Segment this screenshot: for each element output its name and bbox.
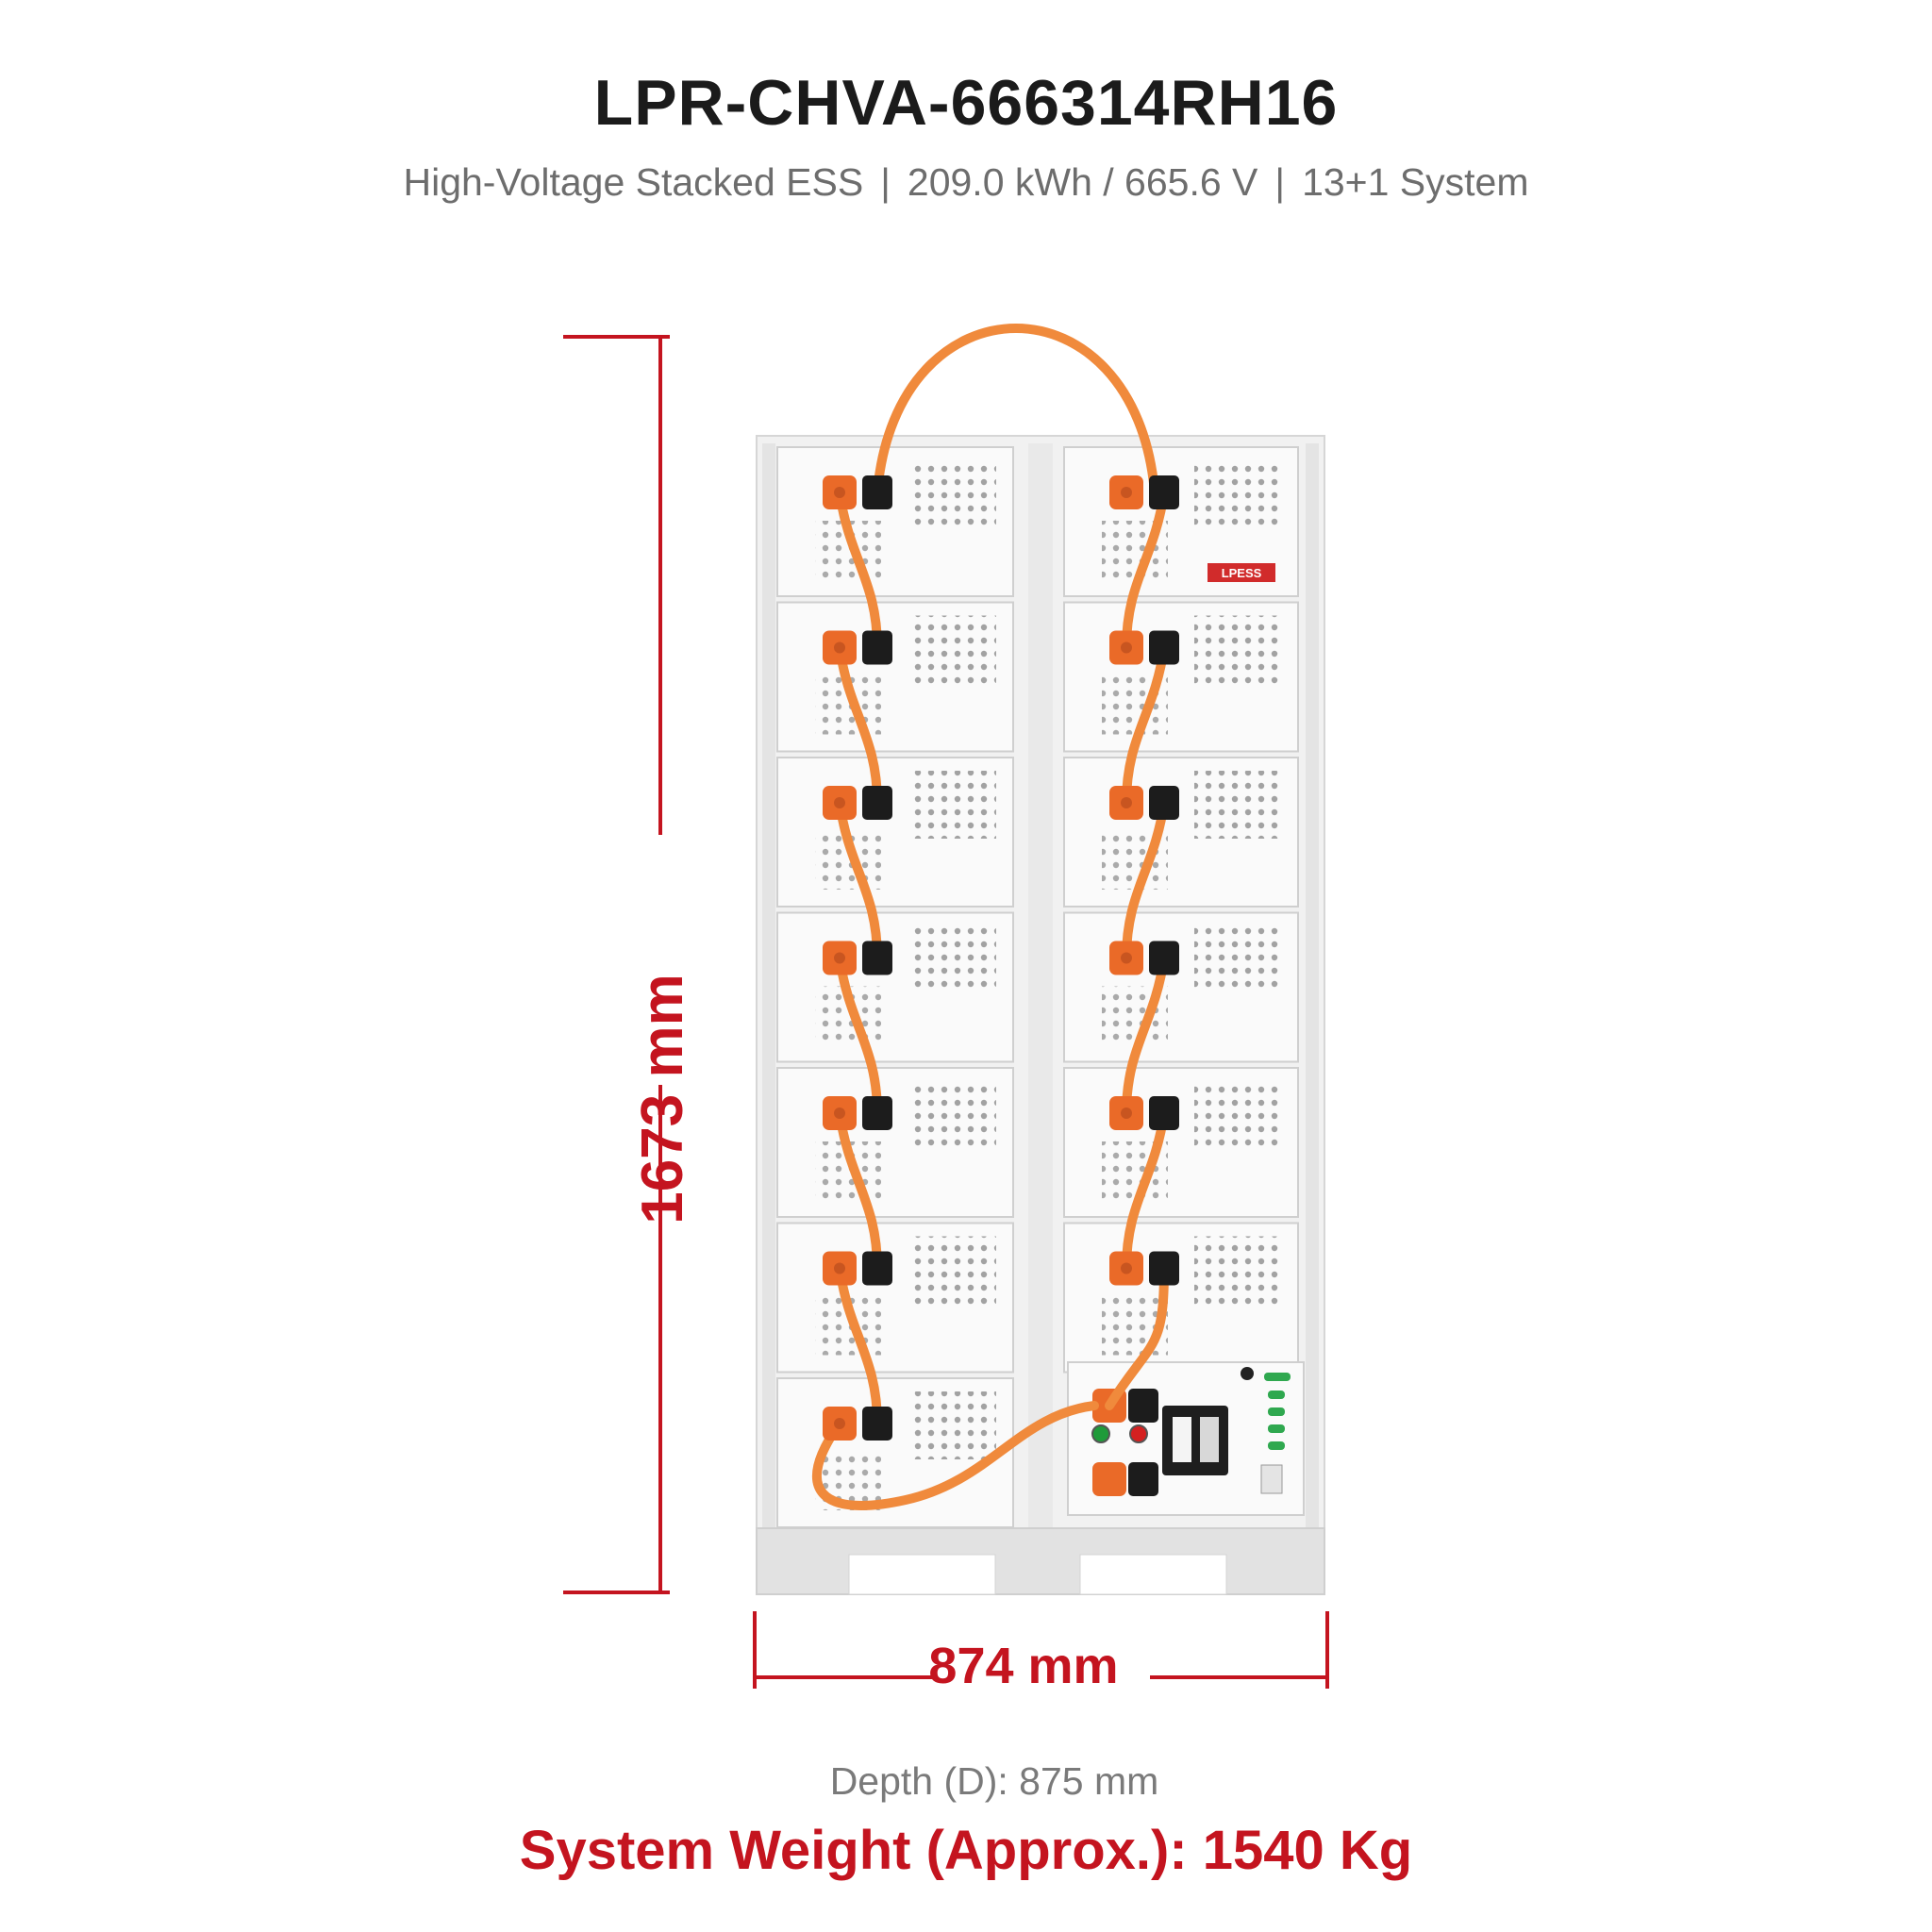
module-series-cable bbox=[1122, 488, 1169, 653]
module-connector bbox=[1109, 475, 1179, 509]
battery-module bbox=[1063, 601, 1299, 753]
control-box-cable bbox=[1105, 1263, 1169, 1410]
control-box bbox=[1067, 1361, 1305, 1516]
height-label: 1673 mm bbox=[629, 974, 695, 1224]
control-box-cable bbox=[811, 1401, 1099, 1510]
module-connector bbox=[1109, 1251, 1179, 1286]
subtitle-separator: | bbox=[880, 160, 891, 204]
battery-module bbox=[776, 1067, 1014, 1218]
module-series-cable bbox=[835, 488, 882, 653]
brand-logo-text: LPESS bbox=[1222, 566, 1262, 580]
module-connector bbox=[823, 1096, 892, 1130]
top-jumper-cable bbox=[873, 324, 1159, 497]
subtitle-separator: | bbox=[1274, 160, 1286, 204]
battery-module bbox=[776, 446, 1014, 597]
module-connector bbox=[1109, 630, 1179, 665]
battery-module bbox=[1063, 911, 1299, 1063]
module-connector bbox=[823, 1407, 892, 1441]
module-series-cable bbox=[1122, 953, 1169, 1118]
battery-module bbox=[1063, 1222, 1299, 1374]
subtitle-capacity: 209.0 kWh / 665.6 V bbox=[907, 160, 1258, 204]
status-light-green-icon bbox=[1091, 1424, 1110, 1443]
pallet-base bbox=[756, 1527, 1325, 1595]
module-series-cable bbox=[835, 1108, 882, 1274]
system-weight-label: System Weight (Approx.): 1540 Kg bbox=[519, 1820, 1413, 1881]
subtitle-type: High-Voltage Stacked ESS bbox=[403, 160, 864, 204]
module-connector bbox=[1109, 1096, 1179, 1130]
module-connector bbox=[1109, 786, 1179, 820]
module-connector bbox=[823, 630, 892, 665]
battery-module bbox=[776, 1222, 1014, 1374]
indicator-led-panel bbox=[1264, 1373, 1291, 1450]
module-connector bbox=[823, 941, 892, 975]
battery-module bbox=[1063, 1067, 1299, 1218]
battery-module bbox=[776, 601, 1014, 753]
brand-logo: LPESS bbox=[1208, 563, 1275, 582]
width-label: 874 mm bbox=[928, 1638, 1119, 1694]
module-series-cable bbox=[1122, 642, 1169, 808]
series-cables bbox=[811, 324, 1169, 1510]
module-series-cable bbox=[835, 642, 882, 808]
height-dimension-line bbox=[563, 335, 670, 1594]
module-series-cable bbox=[1122, 1108, 1169, 1274]
module-series-cable bbox=[835, 953, 882, 1118]
battery-module bbox=[776, 911, 1014, 1063]
module-connector bbox=[823, 475, 892, 509]
left-module-column bbox=[776, 446, 1014, 1528]
module-series-cable bbox=[1122, 798, 1169, 963]
battery-module bbox=[1063, 757, 1299, 908]
module-connector bbox=[1109, 941, 1179, 975]
power-button-icon bbox=[1241, 1367, 1254, 1380]
status-light-red-icon bbox=[1129, 1424, 1148, 1443]
subtitle-config: 13+1 System bbox=[1302, 160, 1529, 204]
model-title: LPR-CHVA-666314RH16 bbox=[593, 67, 1339, 139]
comm-port-icon bbox=[1260, 1464, 1283, 1494]
module-series-cable bbox=[835, 1263, 882, 1428]
spec-subtitle: High-Voltage Stacked ESS | 209.0 kWh / 665… bbox=[0, 160, 1932, 205]
module-connectors bbox=[823, 475, 1179, 1441]
module-connector bbox=[823, 786, 892, 820]
battery-module bbox=[776, 757, 1014, 908]
depth-label: Depth (D): 875 mm bbox=[829, 1759, 1159, 1803]
module-connector bbox=[823, 1251, 892, 1286]
module-series-cable bbox=[835, 798, 882, 963]
width-dimension-line bbox=[753, 1611, 1329, 1689]
